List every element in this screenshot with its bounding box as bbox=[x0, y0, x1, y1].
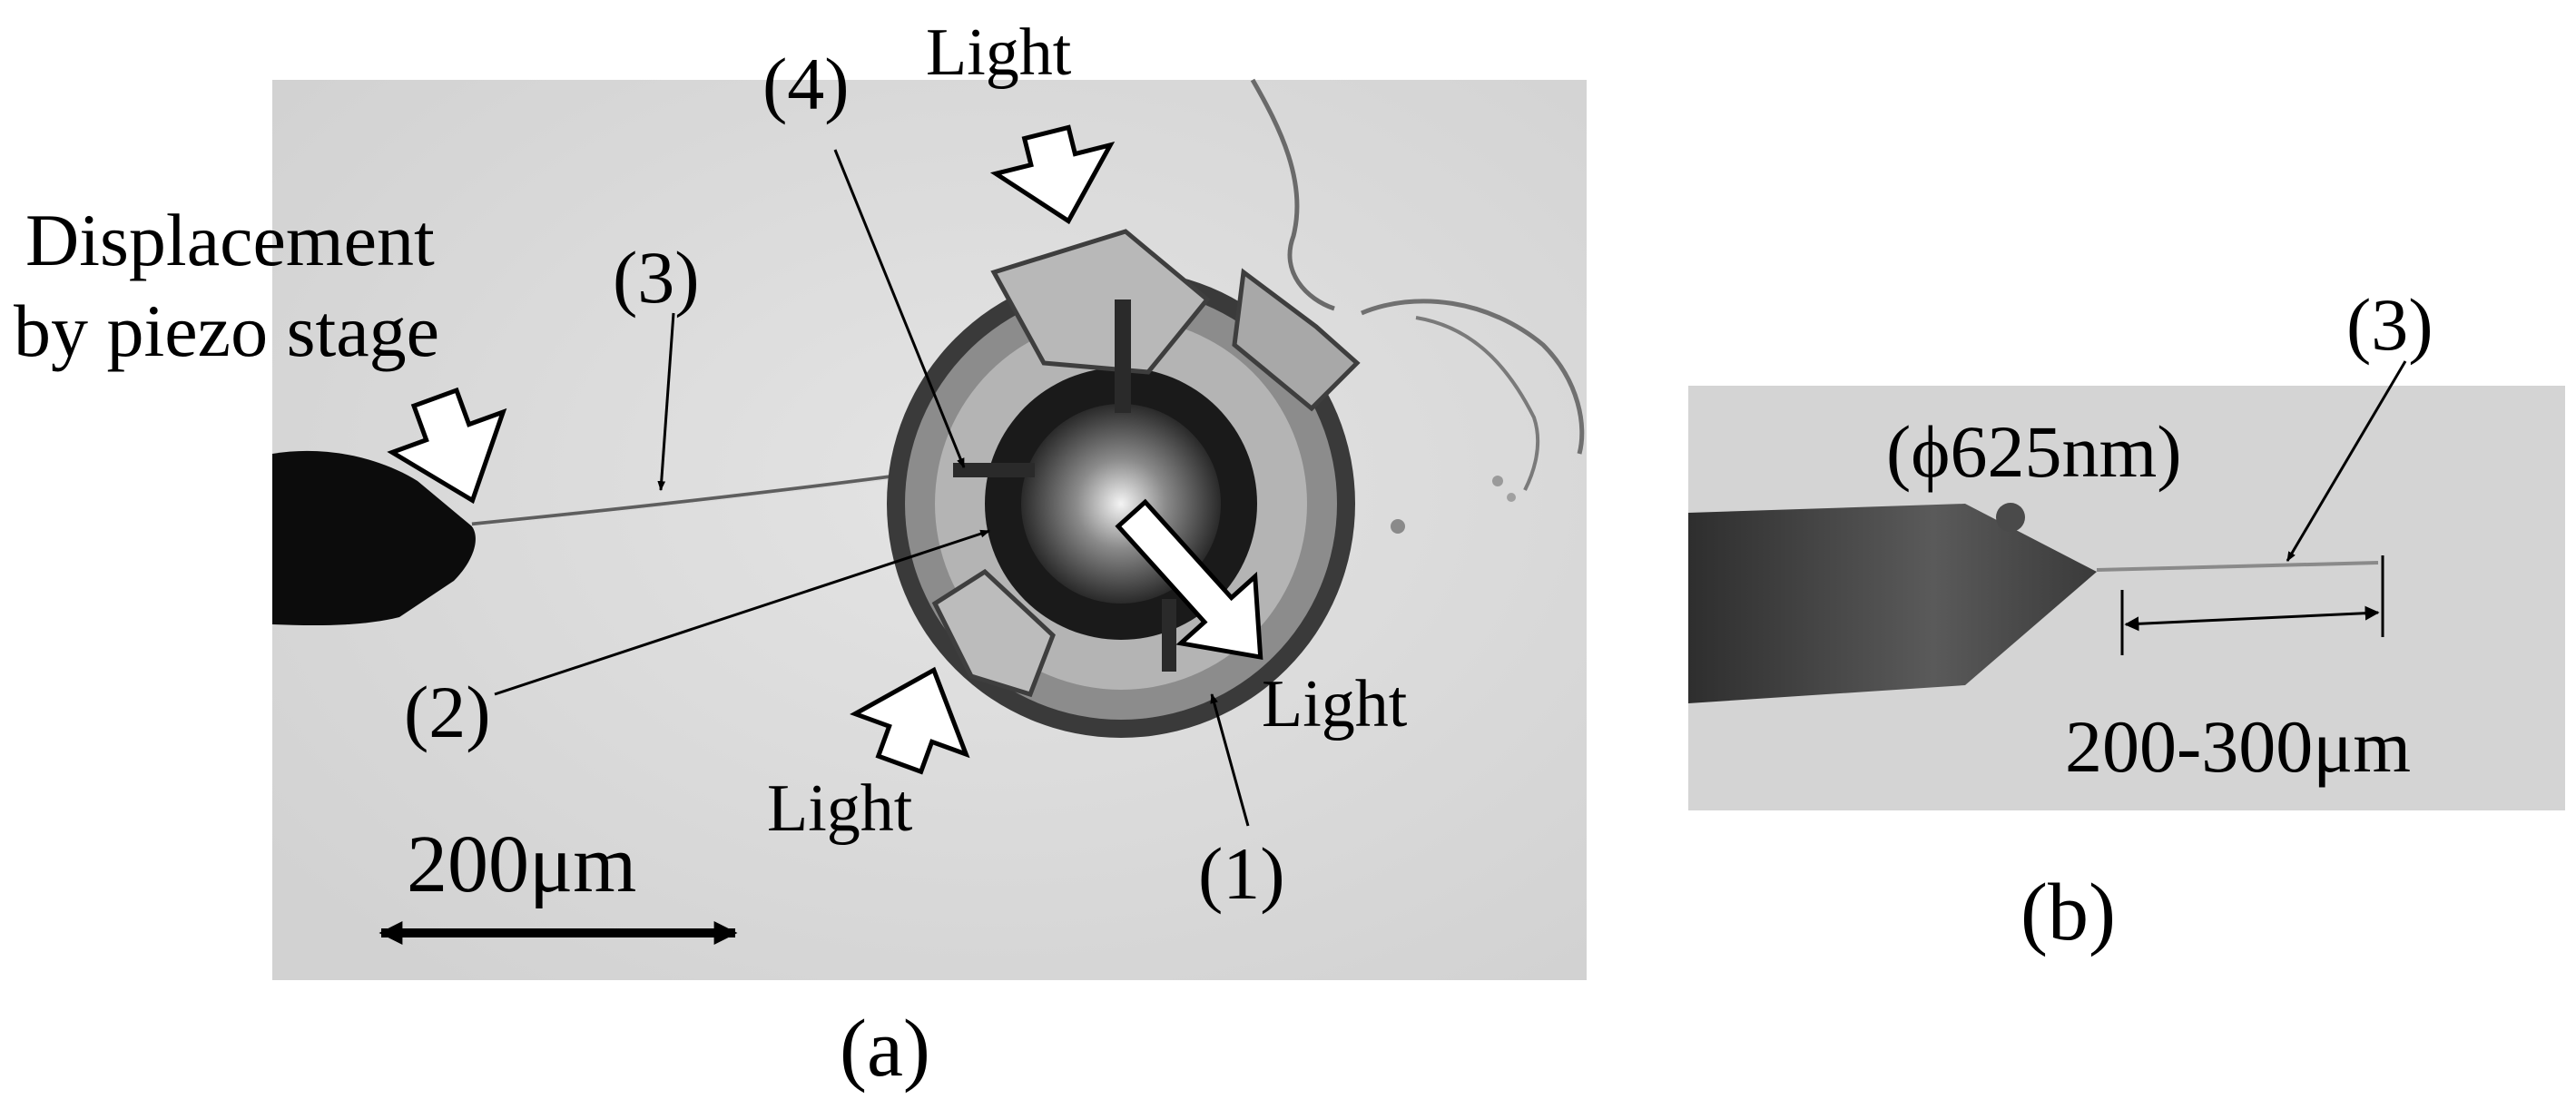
label-3-a: (3) bbox=[613, 236, 700, 319]
pointer-3-b bbox=[2286, 360, 2407, 562]
label-displacement-line1: Displacement bbox=[25, 199, 435, 281]
micrograph-b bbox=[1688, 386, 2565, 810]
caption-a: (a) bbox=[840, 1004, 930, 1094]
label-2: (2) bbox=[404, 671, 491, 753]
scale-bar-label: 200μm bbox=[407, 820, 636, 909]
displacement-arrow bbox=[387, 387, 507, 505]
label-4: (4) bbox=[762, 43, 850, 125]
length-arrow bbox=[2124, 605, 2380, 632]
label-light-bottom: Light bbox=[767, 771, 913, 846]
label-length: 200-300μm bbox=[2065, 705, 2411, 788]
label-1: (1) bbox=[1198, 832, 1285, 915]
pointer-1 bbox=[1210, 692, 1250, 827]
pointer-2 bbox=[494, 529, 991, 696]
label-3-b: (3) bbox=[2346, 283, 2433, 366]
label-diameter: (ϕ625nm) bbox=[1886, 410, 2182, 493]
light-arrow-top bbox=[989, 124, 1116, 225]
panel-b: (3) (ϕ625nm) 200-300μm (b) bbox=[1688, 283, 2565, 957]
label-light-right: Light bbox=[1262, 667, 1408, 741]
pointer-4 bbox=[833, 149, 966, 469]
label-displacement-line2: by piezo stage bbox=[14, 290, 439, 372]
panel-a: 200μm Displacement by piezo stage (3) (4… bbox=[14, 15, 1587, 1094]
label-light-top: Light bbox=[926, 15, 1072, 90]
light-arrow-bottom bbox=[850, 666, 970, 775]
pointer-3-a bbox=[657, 312, 675, 492]
light-arrow-right bbox=[1115, 498, 1263, 661]
caption-b: (b) bbox=[2020, 868, 2116, 957]
